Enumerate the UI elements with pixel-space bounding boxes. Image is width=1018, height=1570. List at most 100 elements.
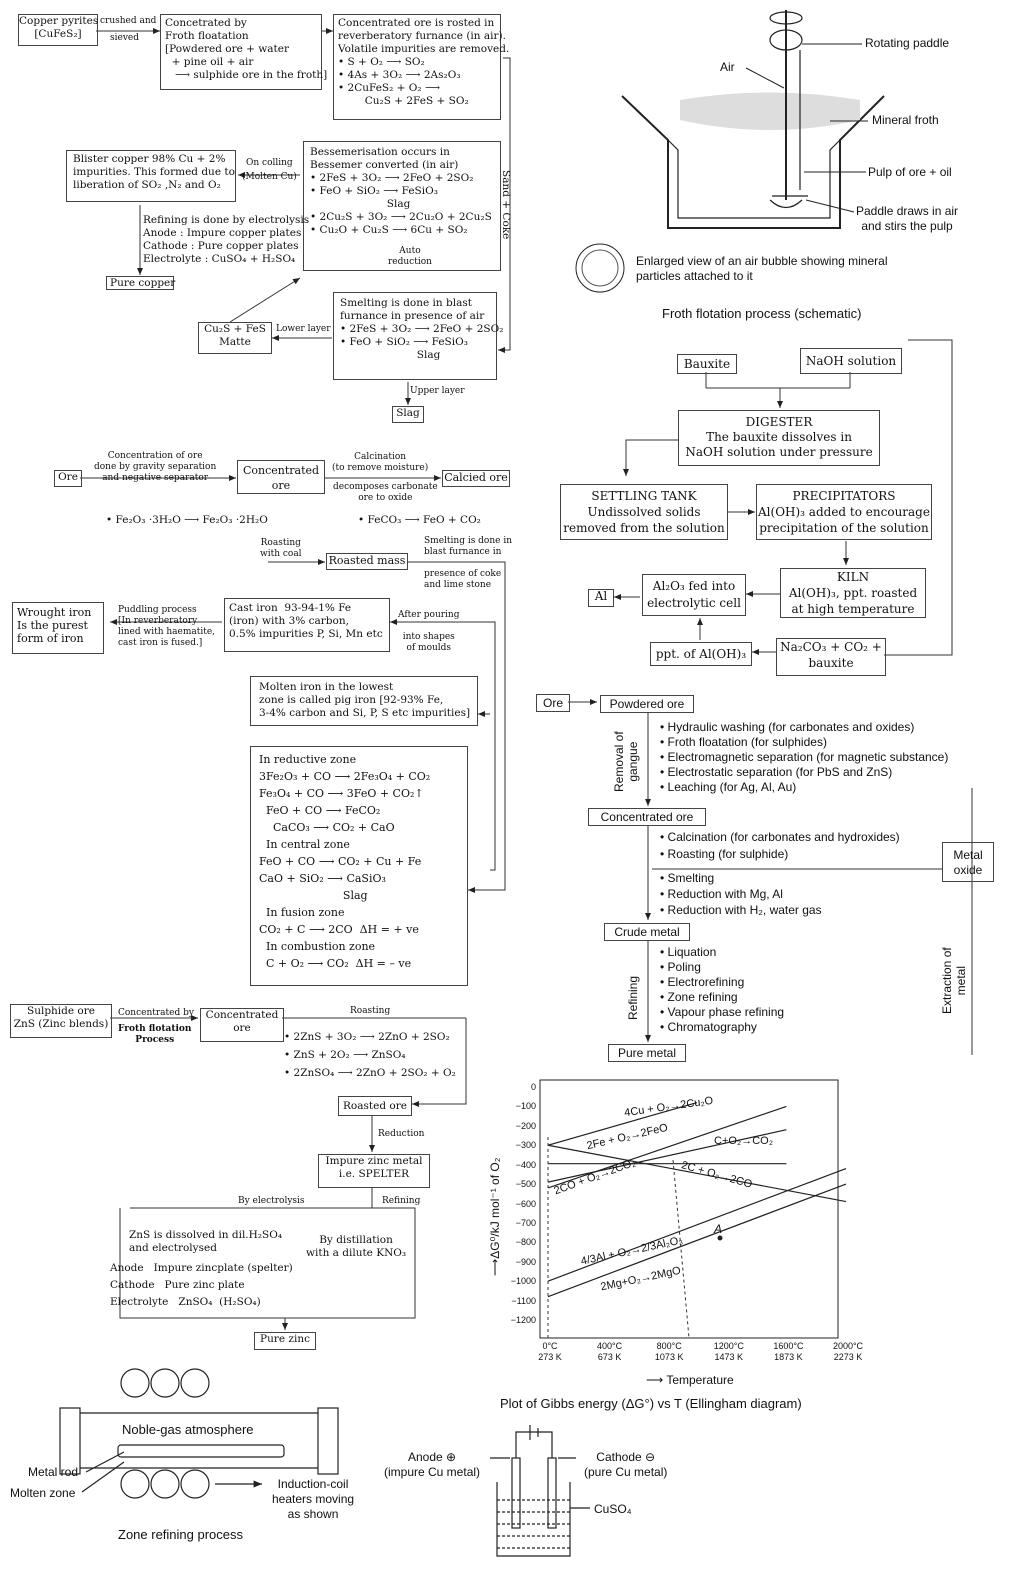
ellingham-xtick: 400°C 673 K [597, 1341, 623, 1362]
zinc-sulphide-box: Sulphide ore ZnS (Zinc blends) [10, 1004, 112, 1038]
pure-zinc-box: Pure zinc [254, 1332, 316, 1350]
smelting-box: Smelting is done in blast furnance in pr… [333, 292, 503, 380]
rotating-paddle-label: Rotating paddle [865, 36, 950, 50]
sand-coke-label: Sand + Coke [500, 170, 512, 240]
froth-floatation-box: Concetrated by Froth floatation [Powdere… [160, 14, 327, 90]
air-label: Air [720, 60, 735, 74]
molten-cu-label: (Molten Cu) [242, 172, 297, 182]
gangue-list-item: • Hydraulic washing (for carbonates and … [660, 720, 915, 734]
anode-label: Anode ⊕ (impure Cu metal) [384, 1450, 481, 1479]
crushed-label: crushed and [100, 16, 157, 26]
froth-process-label: Froth flotation Process [118, 1024, 192, 1045]
smelting-blast-label: Smelting is done in blast furnance in pr… [424, 536, 513, 590]
ellingham-ytick: −1200 [510, 1315, 536, 1325]
gangue-list-item: • Froth floatation (for sulphides) [660, 735, 827, 749]
molten-iron-box: Molten iron in the lowest zone is called… [250, 676, 478, 726]
zinc-refining-label: Refining [382, 1196, 421, 1206]
upper-layer-label: Upper layer [410, 386, 465, 396]
pure-copper-box: Pure copper [106, 276, 175, 290]
ref-list-item: • Poling [660, 960, 701, 974]
ellingham-ytick: −1000 [510, 1276, 536, 1287]
refining-label: Refining [626, 975, 640, 1020]
na2co3-box: Na₂CO₃ + CO₂ + bauxite [776, 638, 886, 676]
ellingham-xtick: 800°C 1073 K [654, 1341, 684, 1362]
flotation-caption: Froth flotation process (schematic) [662, 306, 862, 321]
calcied-ore-box: Calcied ore [442, 470, 510, 487]
mineral-froth-label: Mineral froth [872, 113, 939, 127]
metal-rod-label: Metal rod [28, 1465, 79, 1479]
ellingham-ytick: −100 [515, 1101, 536, 1112]
ellingham-ytick: −800 [515, 1237, 536, 1248]
flotation-tank-drawing [575, 10, 885, 293]
al2o3-box: Al₂O₃ fed into electrolytic cell [642, 574, 746, 616]
roasting-coal-label: Roasting with coal [260, 538, 302, 559]
gangue-list-item: • Electrostatic separation (for PbS and … [660, 765, 893, 779]
auto-reduction-label: Auto reduction [388, 246, 432, 267]
heaters-label: Induction-coil heaters moving as shown [272, 1477, 355, 1521]
paddle-draws-label: Paddle draws in air and stirs the pulp [856, 204, 959, 233]
matte-box: Cu₂S + FeS Matte [198, 322, 272, 354]
ellingham-ytick: −300 [515, 1140, 536, 1151]
point-a-label: A [714, 1222, 723, 1236]
noble-gas-label: Noble-gas atmosphere [122, 1422, 254, 1437]
ellingham-ytick: −200 [515, 1120, 536, 1131]
ellingham-ytick: 0 [530, 1082, 536, 1092]
c-co2-line-label: C+O₂→CO₂ [714, 1135, 773, 1147]
ellingham-plot [547, 1101, 847, 1298]
ellingham-xtick: 1200°C 1473 K [713, 1341, 744, 1362]
gangue-list-item: • Leaching (for Ag, Al, Au) [660, 780, 797, 794]
extraction-of-metal-label: Extraction of metal [940, 947, 968, 1014]
after-pouring-label: After pouring into shapes of moulds [398, 610, 460, 653]
conc-list-item: • Roasting (for sulphide) [660, 847, 789, 861]
zinc-reactions: • 2ZnS + 3O₂ ⟶ 2ZnO + 2SO₂ • ZnS + 2O₂ ⟶… [284, 1031, 456, 1079]
ellingham-ylabel: ⟶ΔG⁰/kJ mol⁻¹ of O₂ [488, 1157, 502, 1276]
bessemer-box: Bessemerisation occurs in Bessemer conve… [303, 141, 501, 271]
extraction-ore-box: Ore [536, 694, 570, 712]
iron-ore-box: Ore [54, 470, 82, 487]
bubble-label: Enlarged view of an air bubble showing m… [636, 254, 888, 283]
pure-metal-box: Pure metal [608, 1044, 686, 1062]
ellingham-series-line [547, 1129, 787, 1183]
naoh-box: NaOH solution [800, 348, 902, 374]
ref-list-item: • Chromatography [660, 1020, 757, 1034]
ellingham-ytick: −1100 [511, 1295, 536, 1306]
cast-iron-box: Cast iron 93-94-1% Fe (iron) with 3% car… [224, 598, 390, 652]
feco3-equation: • FeCO₃ ⟶ FeO + CO₂ [358, 514, 481, 526]
ellingham-ytick: −500 [515, 1179, 536, 1190]
ref-list-item: • Vapour phase refining [660, 1005, 785, 1019]
red-list-item: • Smelting [660, 871, 715, 885]
zinc-electrodes-text: Anode Impure zincplate (spelter) Cathode… [110, 1262, 293, 1308]
ellingham-series-line [547, 1105, 787, 1189]
lower-layer-label: Lower layer [276, 324, 331, 334]
ellingham-xlabel: ⟶ Temperature [646, 1373, 734, 1387]
ellingham-xtick: 1600°C 1873 K [773, 1341, 804, 1362]
removal-gangue-label: Removal of gangue [612, 731, 640, 792]
kiln-box: KILN Al(OH)₃, ppt. roasted at high tempe… [780, 568, 926, 618]
ref-list-item: • Zone refining [660, 990, 738, 1004]
metal-oxide-box: Metal oxide [942, 842, 994, 882]
red-list-item: • Reduction with H₂, water gas [660, 903, 822, 917]
al-box: Al [588, 589, 614, 607]
on-colling-label: On colling [246, 158, 293, 168]
ellingham-ytick: −900 [515, 1256, 536, 1267]
ellingham-series-line [547, 1167, 847, 1282]
blast-furnace-zones-box: In reductive zone 3Fe₂O₃ + CO ⟶ 2Fe₃O₄ +… [250, 746, 468, 986]
ellingham-series-line [547, 1183, 847, 1298]
ellingham-series-line [547, 1101, 698, 1146]
ref-list-item: • Liquation [660, 945, 717, 959]
ellingham-ytick: −700 [515, 1217, 536, 1228]
decomposes-label: decomposes carbonate ore to oxide [333, 482, 438, 503]
roasted-mass-box: Roasted mass [326, 553, 408, 570]
sieved-label: sieved [110, 33, 139, 43]
settling-tank-box: SETTLING TANK Undissolved solids removed… [560, 484, 728, 540]
ellingham-xtick: 0°C 273 K [538, 1341, 562, 1362]
ellingham-series-line [547, 1144, 847, 1203]
ellingham-caption: Plot of Gibbs energy (ΔG°) vs T (Ellingh… [500, 1396, 802, 1411]
powdered-ore-box: Powdered ore [600, 695, 694, 713]
zns-dissolved-text: ZnS is dissolved in dil.H₂SO₄ and electr… [129, 1229, 283, 1254]
zone-refining-caption: Zone refining process [118, 1527, 244, 1542]
ellingham-ytick: −400 [515, 1159, 536, 1170]
concentrated-by-label: Concentrated by [118, 1008, 194, 1018]
copper-pyrites-box: Copper pyrites [CuFeS₂] [18, 14, 98, 46]
